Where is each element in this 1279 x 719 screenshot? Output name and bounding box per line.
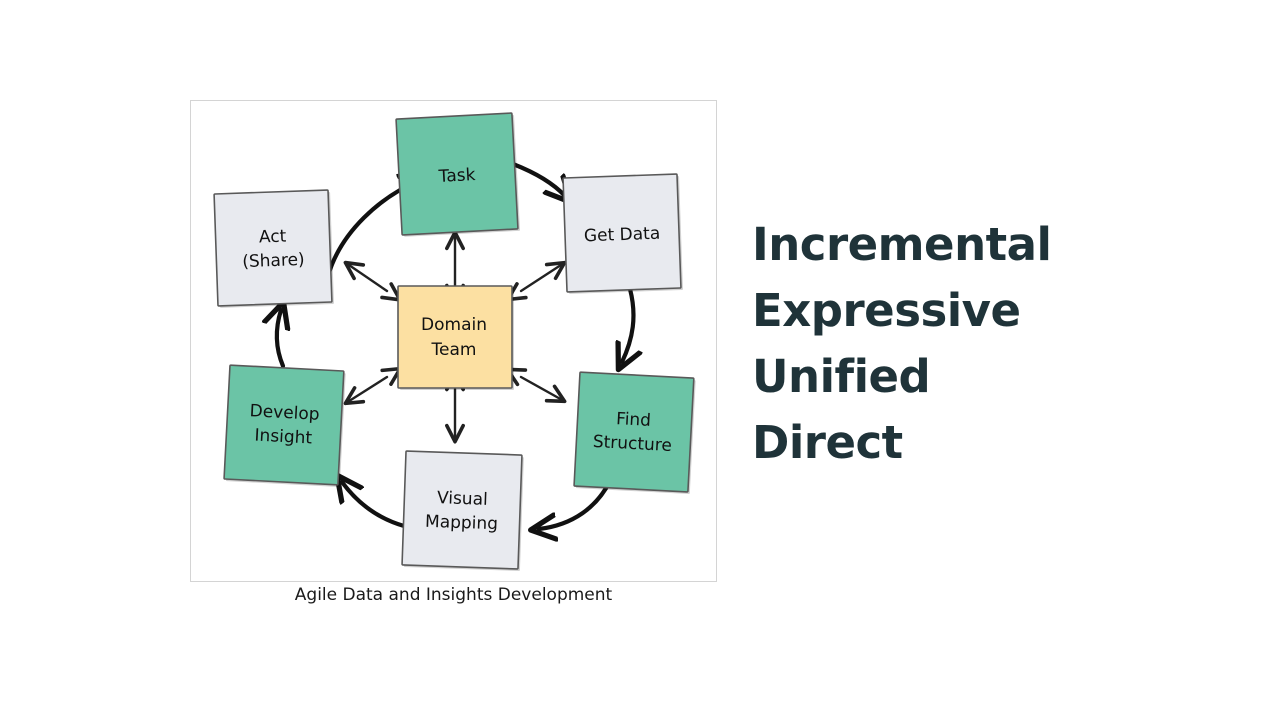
node-act-share[interactable]: Act (Share) <box>213 189 334 308</box>
node-act-share-label-2: (Share) <box>242 250 305 272</box>
node-domain-team-box <box>397 285 513 389</box>
keyword-incremental: Incremental <box>752 218 1052 271</box>
keyword-unified: Unified <box>752 350 931 403</box>
node-act-share-label-1: Act <box>259 227 287 248</box>
radial-arrow-domain-actshare <box>343 260 402 302</box>
node-act-share-box <box>213 189 333 307</box>
keyword-direct: Direct <box>752 416 903 469</box>
node-develop-insight-label-2: Insight <box>254 425 313 448</box>
cycle-arrow-task-to-getdata <box>510 161 565 196</box>
node-get-data-box <box>562 173 682 293</box>
radial-arrow-domain-developinsight <box>343 366 402 406</box>
node-get-data[interactable]: Get Data <box>562 173 683 294</box>
cycle-arrow-visualmapping-to-developinsight <box>342 482 407 529</box>
keyword-expressive: Expressive <box>752 284 1021 337</box>
agile-cycle-diagram: Task Get Data Find Structure Visual Mapp… <box>213 112 696 572</box>
node-develop-insight-label-1: Develop <box>249 401 320 425</box>
node-task-box <box>395 112 519 236</box>
node-visual-mapping-label-2: Mapping <box>425 512 499 535</box>
radial-arrow-domain-findstructure <box>505 367 567 404</box>
cycle-arrow-findstructure-to-visualmapping <box>539 478 613 529</box>
node-task-label-1: Task <box>437 165 476 187</box>
keyword-list: Incremental Expressive Unified Direct <box>752 212 1212 476</box>
node-find-structure-label-2: Structure <box>592 432 672 456</box>
node-visual-mapping[interactable]: Visual Mapping <box>401 450 524 572</box>
radial-arrow-domain-getdata <box>506 260 567 302</box>
radial-arrow-group <box>343 230 567 444</box>
node-visual-mapping-label-1: Visual <box>437 488 488 510</box>
node-find-structure-label-1: Find <box>616 409 652 431</box>
diagram-caption: Agile Data and Insights Development <box>294 585 613 605</box>
cycle-arrow-getdata-to-findstructure <box>622 286 633 362</box>
node-domain-team-label-2: Team <box>431 340 477 360</box>
node-domain-team[interactable]: Domain Team <box>397 285 514 390</box>
node-task[interactable]: Task <box>395 112 521 237</box>
node-find-structure-box <box>573 371 695 493</box>
node-domain-team-label-1: Domain <box>421 315 487 335</box>
node-visual-mapping-box <box>401 450 523 570</box>
node-develop-insight[interactable]: Develop Insight <box>223 364 346 487</box>
diagram-frame: Task Get Data Find Structure Visual Mapp… <box>190 100 717 582</box>
node-find-structure[interactable]: Find Structure <box>573 371 696 495</box>
node-develop-insight-box <box>223 364 345 486</box>
node-get-data-label-1: Get Data <box>584 224 661 247</box>
cycle-arrow-developinsight-to-actshare <box>277 310 283 369</box>
